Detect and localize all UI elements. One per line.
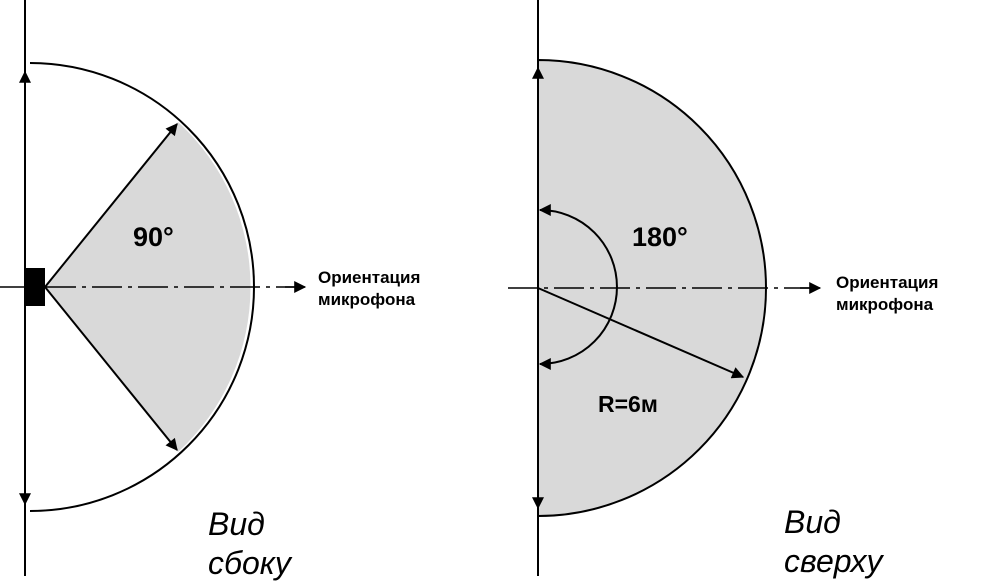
microphone-icon [25,268,45,306]
top-orientation-label-line2: микрофона [836,295,934,314]
side-caption-line2: сбоку [208,545,293,581]
top-caption-line1: Вид [784,504,841,540]
top-orientation-label-line1: Ориентация [836,273,938,292]
top-radius-label: R=6м [598,391,658,417]
side-orientation-label-line2: микрофона [318,290,416,309]
side-view-panel: 90° Ориентация микрофона Вид сбоку [0,0,420,581]
side-orientation-label-line1: Ориентация [318,268,420,287]
top-radius-arrow [537,287,745,379]
side-cone-upper-edge-arrow [44,123,178,288]
side-cone-lower-edge-arrow [44,286,178,451]
side-caption-line1: Вид [208,506,265,542]
top-caption-line2: сверху [784,543,885,579]
top-angle-label: 180° [632,222,688,252]
side-angle-label: 90° [133,222,174,252]
top-angle-arc [538,204,618,370]
top-view-panel: 180° R=6м Ориентация микрофона Вид сверх… [508,0,938,579]
